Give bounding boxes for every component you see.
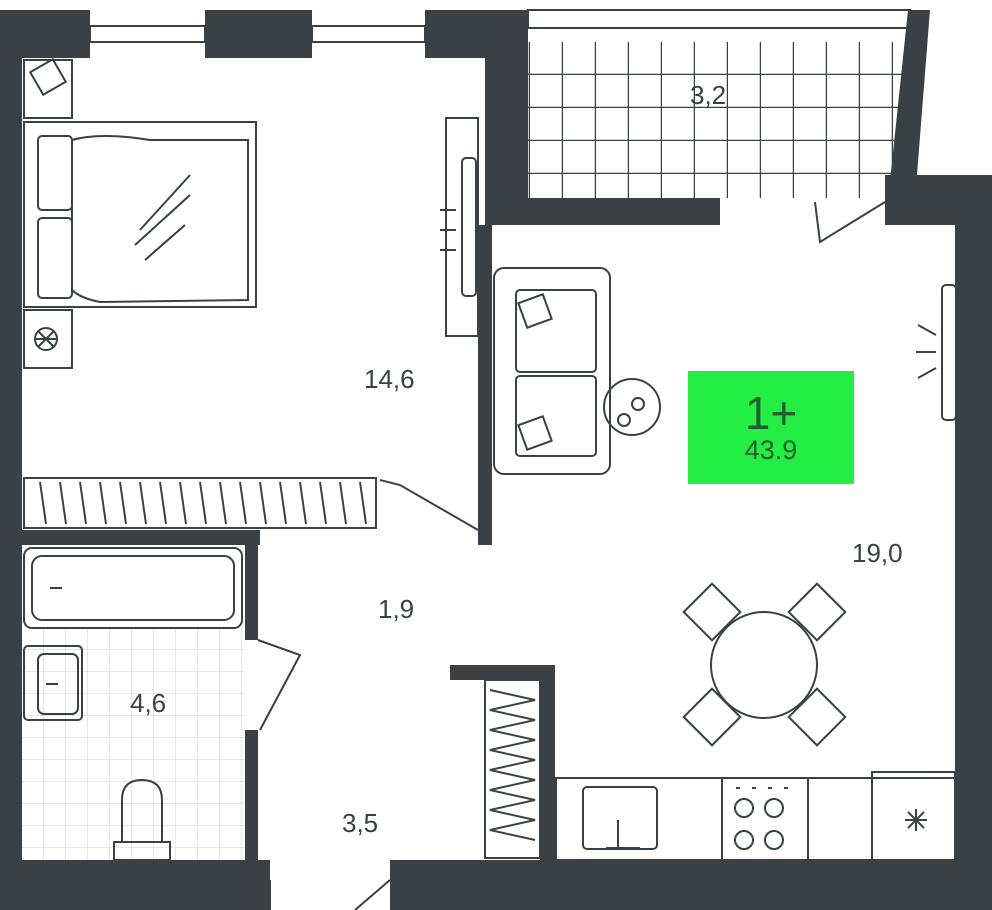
doors xyxy=(257,201,886,910)
windows xyxy=(89,25,426,43)
bed xyxy=(23,121,257,308)
tv-living xyxy=(916,284,957,421)
tv-unit xyxy=(440,117,479,337)
apartment-badge: 1+ 43.9 xyxy=(688,371,854,484)
bathtub xyxy=(23,547,243,629)
sofa xyxy=(493,267,661,475)
room-area-living: 19,0 xyxy=(852,538,903,568)
room-count: 1+ xyxy=(744,386,798,439)
room-area-balcony: 3,2 xyxy=(690,80,727,110)
bathroom-tiles xyxy=(22,628,245,860)
toilet xyxy=(113,778,171,861)
nightstand xyxy=(23,57,73,369)
room-area-bedroom: 14,6 xyxy=(364,364,415,394)
dining-table xyxy=(682,582,847,747)
wardrobe xyxy=(23,477,377,529)
walls xyxy=(0,10,992,910)
room-area-hallway: 3,5 xyxy=(342,808,379,838)
kitchen xyxy=(555,771,956,861)
room-area-bathroom: 4,6 xyxy=(130,688,167,718)
total-area: 43.9 xyxy=(744,434,798,465)
sink xyxy=(23,645,83,721)
closet xyxy=(484,679,541,859)
room-area-corridor: 1,9 xyxy=(378,594,415,624)
